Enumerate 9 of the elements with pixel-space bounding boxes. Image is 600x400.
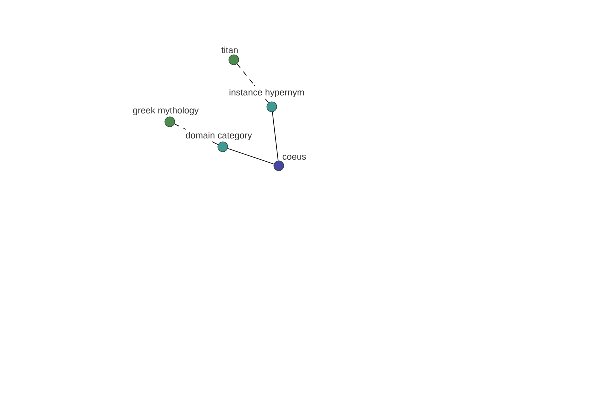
connector-line (272, 112, 279, 162)
node-label: titan (222, 46, 238, 54)
node-label: instance hypernym (230, 89, 304, 98)
connector-line (228, 148, 274, 165)
node-label: greek mythology (133, 107, 199, 116)
connector-line (174, 124, 219, 146)
node-label: domain category (186, 132, 252, 140)
connector-line (236, 64, 270, 104)
node-label: coeus (282, 155, 306, 160)
